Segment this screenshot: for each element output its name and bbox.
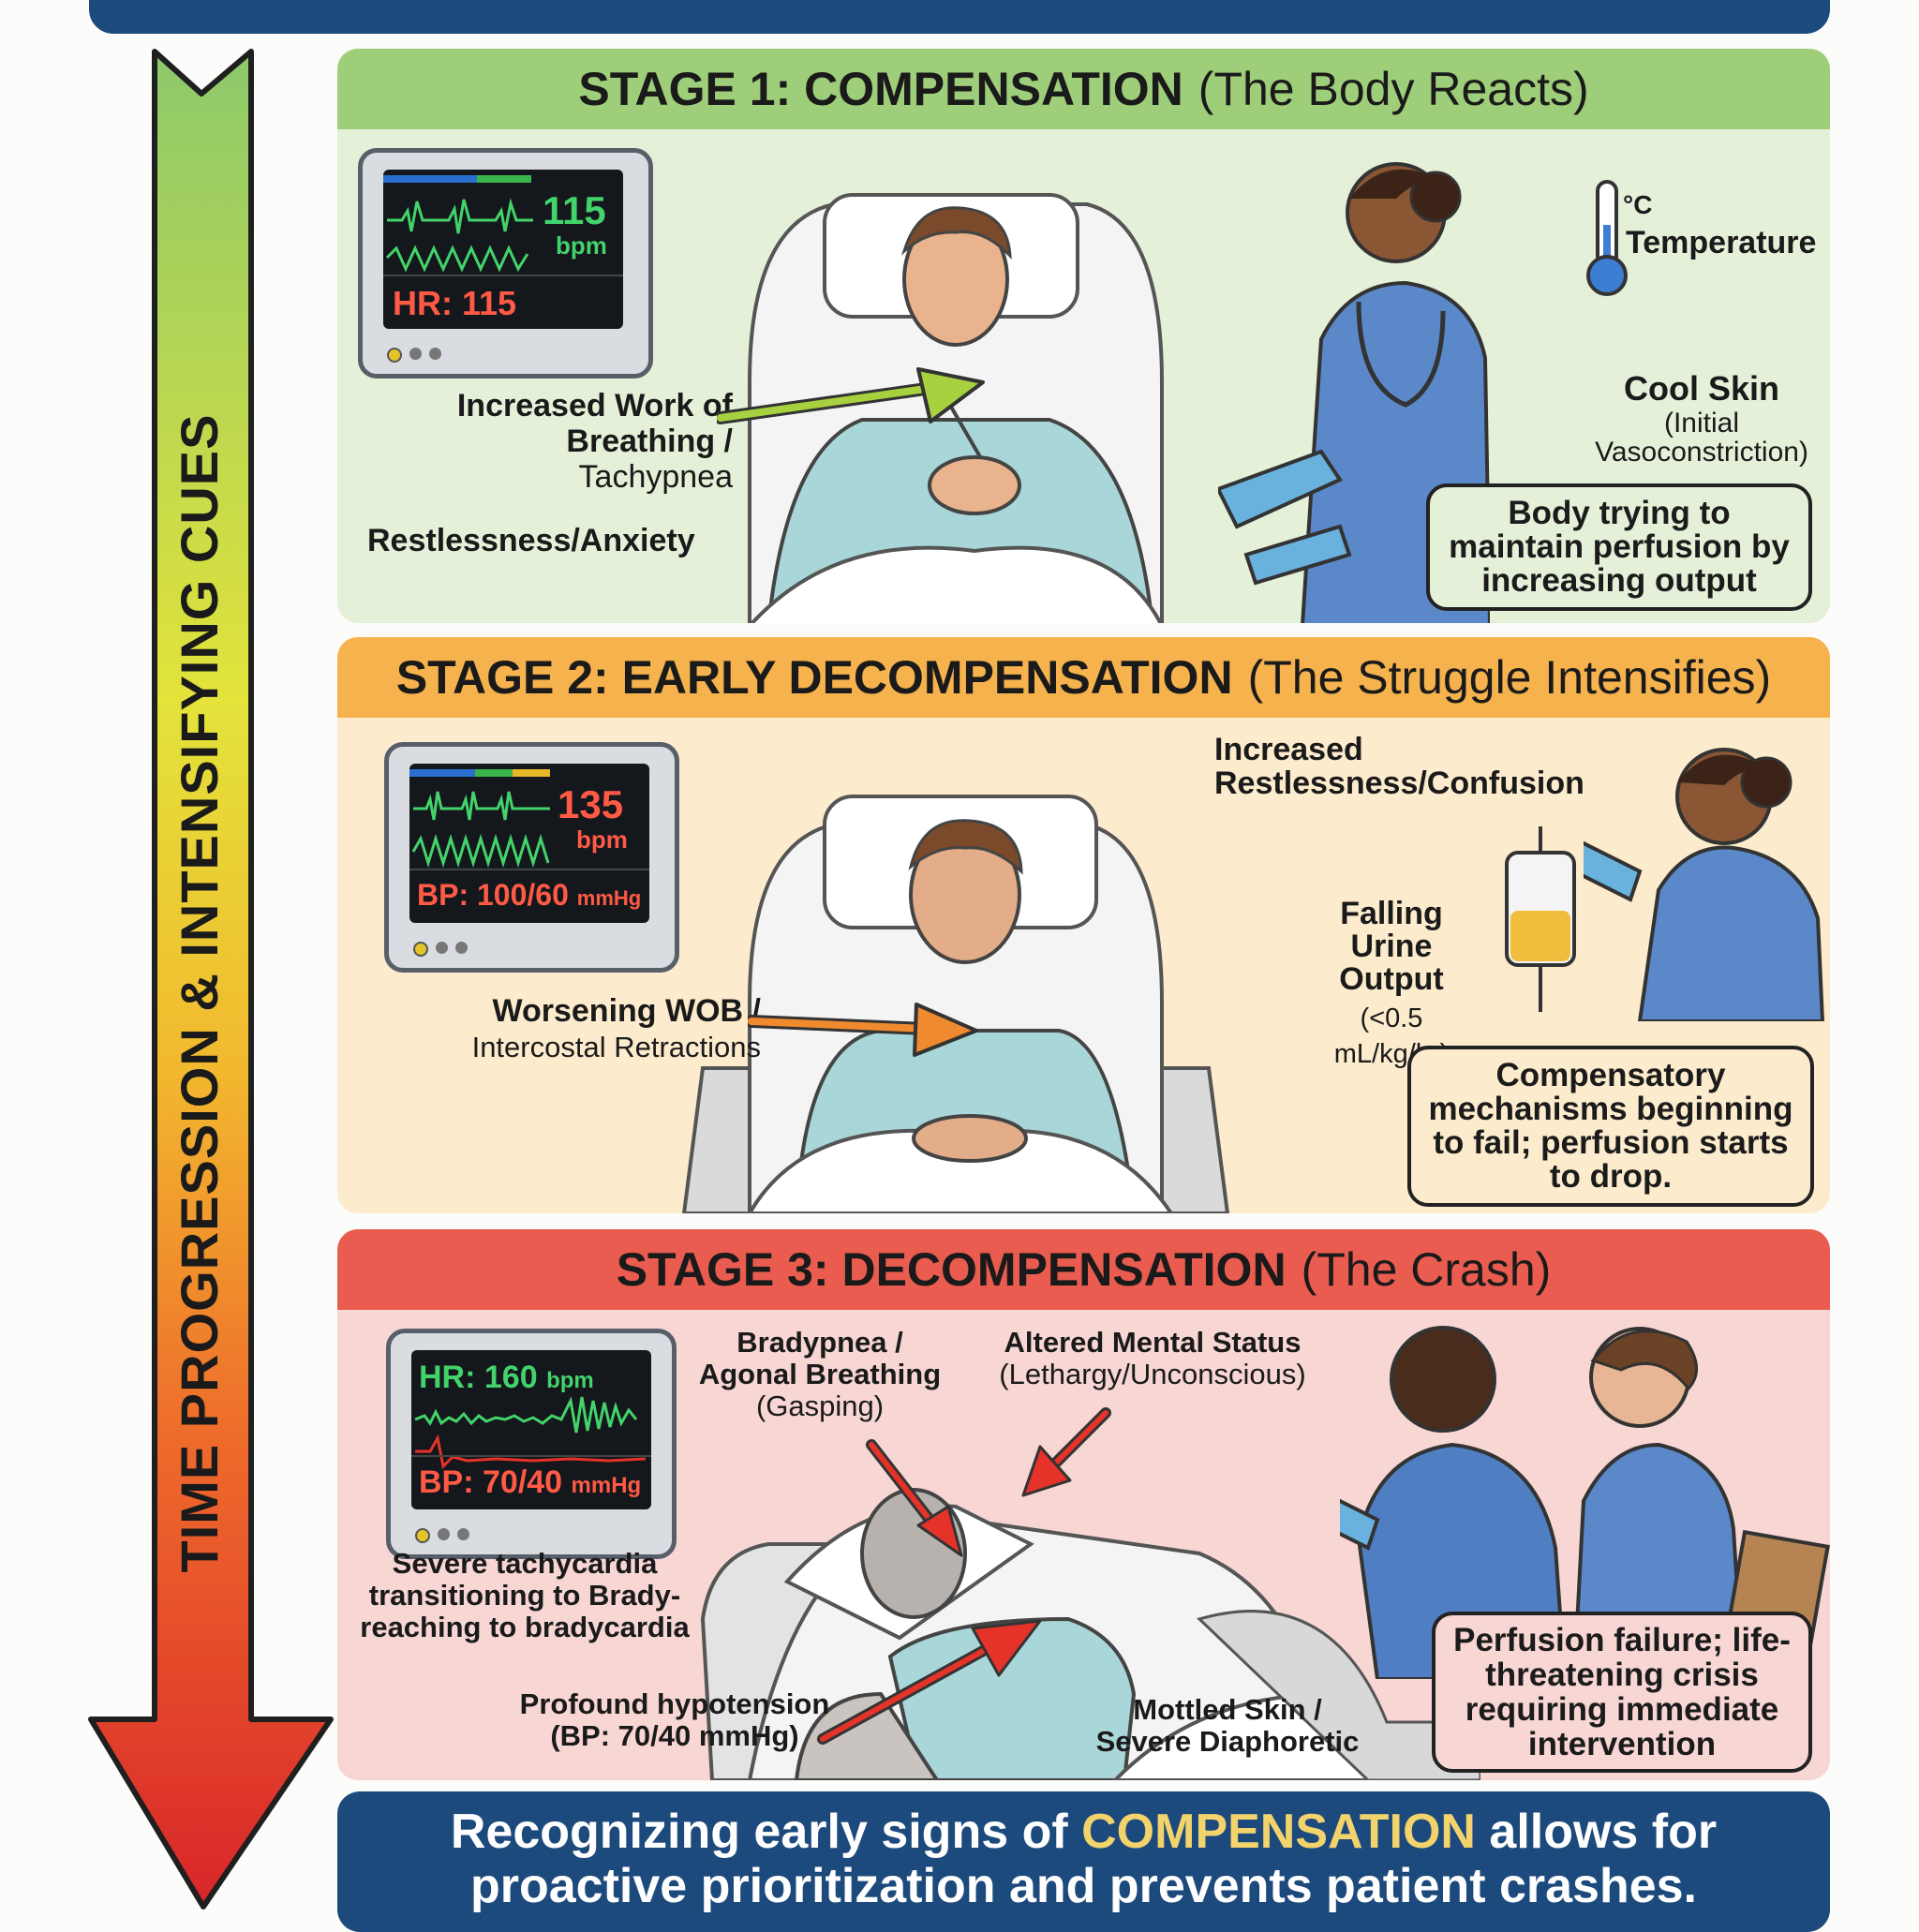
stage3-tachy-line2: transitioning to Brady- bbox=[368, 1579, 681, 1612]
stage3-ams-note: (Lethargy/Unconscious) bbox=[999, 1358, 1306, 1390]
stage1-monitor: 115 bpm HR: 115 bbox=[358, 148, 653, 379]
footer-pre: Recognizing early signs of bbox=[450, 1805, 1068, 1859]
urine-bag-icon bbox=[1505, 826, 1576, 1012]
stage2-title: STAGE 2: EARLY DECOMPENSATION bbox=[395, 651, 1233, 704]
stage1-title: STAGE 1: COMPENSATION bbox=[578, 63, 1183, 115]
timeline-label: TIME PROGRESSION & INTENSIFYING CUES bbox=[169, 413, 229, 1573]
stage1-subtitle: (The Body Reacts) bbox=[1198, 63, 1589, 115]
stage3-brady-label: Bradypnea / Agonal Breathing (Gasping) bbox=[684, 1327, 956, 1422]
stage3-monitor: HR: 160 bpm BP: 70/40 mmHg bbox=[386, 1329, 677, 1559]
stage2-bp-value: BP: 100/60 bbox=[417, 878, 569, 912]
stage3-panel: STAGE 3: DECOMPENSATION (The Crash) HR: … bbox=[337, 1229, 1830, 1780]
stage3-ams-bold: Altered Mental Status bbox=[1004, 1326, 1302, 1359]
stage1-unit: bpm bbox=[556, 231, 607, 260]
stage1-cool-skin-note2: Vasoconstriction) bbox=[1595, 437, 1808, 468]
temp-unit: °C bbox=[1623, 190, 1653, 219]
stage2-bp: BP: 100/60 mmHg bbox=[417, 878, 641, 913]
timeline-arrow bbox=[88, 49, 334, 1910]
stage2-restless-label: Increased Restlessness/Confusion bbox=[1214, 733, 1584, 800]
stage2-monitor: 135 bpm BP: 100/60 mmHg bbox=[384, 742, 679, 973]
thermometer-icon bbox=[1586, 180, 1628, 296]
footer-banner: Recognizing early signs of COMPENSATION … bbox=[337, 1791, 1830, 1932]
stage2-restless-line1: Increased bbox=[1214, 732, 1363, 767]
stage3-hypo-line2: (BP: 70/40 mmHg) bbox=[550, 1719, 799, 1752]
stage2-restless-line2: Restlessness/Confusion bbox=[1214, 765, 1584, 801]
stage2-urine-label: Falling Urine Output bbox=[1302, 898, 1480, 996]
stage2-wob-bold: Worsening WOB / bbox=[492, 993, 761, 1029]
stage2-patient-illustration bbox=[681, 795, 1230, 1213]
stage3-summary-box: Perfusion failure; life-threatening cris… bbox=[1432, 1612, 1812, 1773]
stage2-summary-box: Compensatory mechanisms beginning to fai… bbox=[1407, 1046, 1814, 1207]
stage2-bp-unit: mmHg bbox=[576, 886, 642, 910]
stage1-summary-box: Body trying to maintain perfusion by inc… bbox=[1426, 483, 1812, 611]
stage2-urine-line1: Falling bbox=[1340, 896, 1443, 931]
stage2-panel: STAGE 2: EARLY DECOMPENSATION (The Strug… bbox=[337, 637, 1830, 1213]
stage1-wob-bold2: Breathing / bbox=[566, 424, 733, 459]
stage2-rate: 135 bbox=[558, 782, 624, 826]
stage1-hr: HR: 115 bbox=[393, 284, 517, 322]
footer-line2: proactive prioritization and prevents pa… bbox=[469, 1859, 1697, 1913]
stage3-hypotension-arrow bbox=[817, 1619, 1042, 1745]
ecg-waveform-icon bbox=[385, 198, 533, 273]
stage1-restless-label: Restlessness/Anxiety bbox=[367, 523, 695, 558]
stage3-tachy-label: Severe tachycardia transitioning to Brad… bbox=[337, 1548, 712, 1643]
stage1-header: STAGE 1: COMPENSATION (The Body Reacts) bbox=[337, 49, 1830, 129]
stage3-bp-value: BP: 70/40 bbox=[419, 1464, 563, 1500]
stage2-unit: bpm bbox=[576, 825, 628, 854]
stage3-skin-line2: Severe Diaphoretic bbox=[1095, 1725, 1360, 1758]
stage2-subtitle: (The Struggle Intensifies) bbox=[1247, 651, 1772, 704]
stage3-hr: HR: 160 bpm bbox=[419, 1360, 594, 1396]
stage2-urine-line3: Output bbox=[1339, 961, 1444, 997]
stage3-subtitle: (The Crash) bbox=[1301, 1243, 1552, 1296]
stage3-tachy-line3: reaching to bradycardia bbox=[360, 1611, 690, 1643]
footer-highlight: COMPENSATION bbox=[1081, 1805, 1476, 1859]
stage3-skin-line1: Mottled Skin / bbox=[1133, 1693, 1322, 1726]
stage3-header: STAGE 3: DECOMPENSATION (The Crash) bbox=[337, 1229, 1830, 1310]
stage3-ams-arrow bbox=[1021, 1407, 1111, 1497]
stage1-wob-label: Increased Work of Breathing / Tachypnea bbox=[433, 388, 733, 495]
footer-post: allows for bbox=[1489, 1805, 1718, 1859]
stage3-tachy-line1: Severe tachycardia bbox=[392, 1547, 658, 1580]
stage3-ams-label: Altered Mental Status (Lethargy/Unconsci… bbox=[989, 1327, 1317, 1390]
stage1-wob-bold: Increased Work of bbox=[456, 388, 733, 424]
stage2-nurse-illustration bbox=[1584, 748, 1825, 1021]
stage1-wob-arrow bbox=[717, 367, 985, 424]
stage3-brady-note: (Gasping) bbox=[755, 1390, 885, 1422]
stage2-wob-normal: Intercostal Retractions bbox=[471, 1031, 761, 1063]
stage3-brady-line2: Agonal Breathing bbox=[698, 1358, 942, 1390]
stage1-temperature-label: Temperature bbox=[1626, 225, 1817, 260]
stage2-wob-label: Worsening WOB / Intercostal Retractions bbox=[395, 993, 761, 1065]
stage3-hr-value: HR: 160 bbox=[419, 1360, 538, 1395]
stage3-bp: BP: 70/40 mmHg bbox=[419, 1464, 641, 1501]
stage3-hr-unit: bpm bbox=[546, 1368, 594, 1393]
stage3-hypotension-label: Profound hypotension (BP: 70/40 mmHg) bbox=[506, 1688, 843, 1752]
stage3-hypo-line1: Profound hypotension bbox=[519, 1687, 830, 1720]
stage1-nurse-illustration bbox=[1218, 162, 1490, 623]
stage3-title: STAGE 3: DECOMPENSATION bbox=[616, 1243, 1287, 1296]
ecg-waveform-icon bbox=[411, 791, 550, 869]
stage1-cool-skin-note1: (Initial bbox=[1663, 408, 1740, 438]
stage3-brady-arrow bbox=[866, 1439, 963, 1557]
stage1-wob-normal: Tachypnea bbox=[578, 459, 733, 495]
stage3-patient-illustration bbox=[700, 1488, 1480, 1780]
stage1-patient-illustration bbox=[748, 193, 1164, 623]
stage1-cool-skin-note: (Initial Vasoconstriction) bbox=[1580, 409, 1823, 467]
stage2-urine-line2: Urine bbox=[1350, 929, 1433, 964]
stage2-header: STAGE 2: EARLY DECOMPENSATION (The Strug… bbox=[337, 637, 1830, 718]
stage3-skin-label: Mottled Skin / Severe Diaphoretic bbox=[1087, 1694, 1368, 1758]
stage1-cool-skin-label: Cool Skin bbox=[1623, 369, 1779, 408]
top-banner bbox=[89, 0, 1830, 34]
stage3-brady-line1: Bradypnea / bbox=[736, 1326, 903, 1359]
stage3-bp-unit: mmHg bbox=[571, 1473, 642, 1498]
stage1-rate: 115 bbox=[543, 188, 606, 232]
ecg-waveform-icon bbox=[414, 1396, 647, 1470]
stage2-wob-arrow bbox=[748, 1003, 978, 1057]
stage1-panel: STAGE 1: COMPENSATION (The Body Reacts) … bbox=[337, 49, 1830, 623]
